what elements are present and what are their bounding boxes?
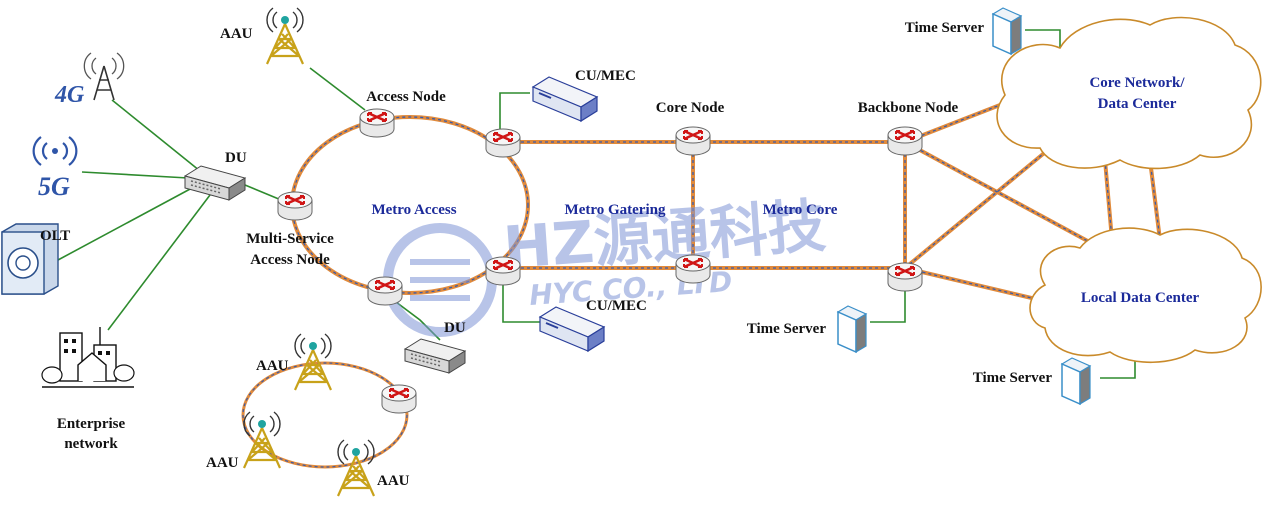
link-aau-access [309, 67, 366, 111]
link-cu-top [499, 92, 530, 140]
local-data-center-label: Local Data Center [1081, 290, 1200, 306]
metro-core-label: Metro Core [763, 202, 838, 218]
olt-label: OLT [40, 228, 70, 244]
ring-bottom-router-icon [366, 275, 404, 307]
metro-access-label: Metro Access [371, 202, 456, 218]
4g-tower-icon [83, 52, 125, 101]
olt-icon [1, 223, 59, 295]
enterprise-label-2: network [64, 436, 118, 452]
link-4g-du [111, 99, 206, 176]
enterprise-building-icon [41, 327, 135, 388]
aau-ring-1-label: AAU [256, 358, 289, 374]
time-server-bottom-icon [1061, 357, 1091, 405]
cu-mec-top-label: CU/MEC [575, 68, 636, 84]
time-server-bottom-label: Time Server [973, 370, 1053, 386]
core-network-label-2: Data Center [1098, 96, 1177, 112]
core-network-cloud: Core Network/ Data Center [996, 16, 1262, 170]
gathering-top-router-icon [484, 127, 522, 159]
du-bottom-icon [404, 338, 466, 374]
du-left-icon [184, 165, 246, 201]
gathering-bottom-router-icon [484, 255, 522, 287]
msan-label-2: Access Node [250, 252, 330, 268]
du-bottom-label: DU [444, 320, 466, 336]
local-data-center-cloud: Local Data Center [1029, 227, 1262, 364]
aau-top-label: AAU [220, 26, 253, 42]
core-network-label-1: Core Network/ [1089, 75, 1185, 91]
metro-gathering-label: Metro Gatering [565, 202, 666, 218]
time-server-mid-icon [837, 305, 867, 353]
5g-signal-icon [32, 136, 78, 166]
5g-badge: 5G [38, 172, 70, 201]
msan-label-1: Multi-Service [246, 231, 334, 247]
aau-ring-3-label: AAU [377, 473, 410, 489]
aau-ring-2-tower-icon [242, 410, 282, 470]
msan-router-icon [276, 190, 314, 222]
core-node-bottom-router-icon [674, 253, 712, 285]
backbone-node-label: Backbone Node [858, 100, 959, 116]
link-enterprise-du [107, 194, 211, 331]
time-server-top-label: Time Server [905, 20, 985, 36]
access-node-label: Access Node [366, 89, 446, 105]
core-node-top-router-icon [674, 125, 712, 157]
aau-top-tower-icon [265, 6, 305, 66]
time-server-top-icon [992, 7, 1022, 55]
aau-ring-router-icon [380, 383, 418, 415]
backbone-top-router-icon [886, 125, 924, 157]
cu-mec-bottom-label: CU/MEC [586, 298, 647, 314]
link-olt-du [57, 187, 193, 261]
4g-badge: 4G [54, 82, 85, 108]
access-node-router-icon [358, 107, 396, 139]
link-cu-bottom [502, 275, 540, 323]
core-node-label: Core Node [656, 100, 725, 116]
enterprise-label-1: Enterprise [57, 416, 126, 432]
link-ts-mid [870, 285, 906, 323]
aau-ring-2-label: AAU [206, 455, 239, 471]
aau-ring-3-tower-icon [336, 438, 376, 498]
backbone-bottom-router-icon [886, 261, 924, 293]
du-left-label: DU [225, 150, 247, 166]
link-5g-du [81, 171, 189, 179]
time-server-mid-label: Time Server [747, 321, 827, 337]
